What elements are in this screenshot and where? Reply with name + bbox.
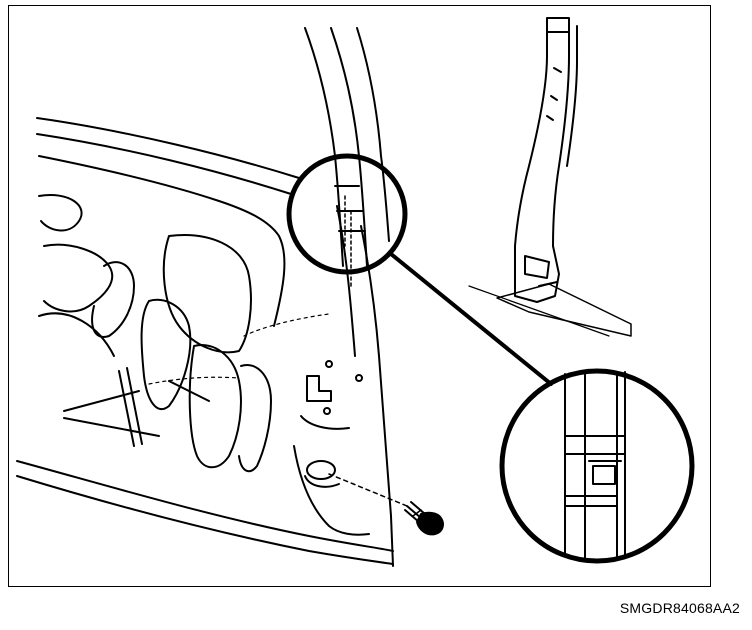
window-channel-part	[468, 17, 632, 337]
detail-callout-circle-small	[286, 153, 408, 275]
figure-code: SMGDR84068AA2	[619, 600, 740, 616]
bolt-icon	[404, 501, 444, 536]
detail-callout-circle-large	[499, 368, 695, 564]
detail-leader-line	[389, 252, 553, 386]
illustration-frame	[8, 5, 711, 587]
door-channel-diagram	[16, 17, 695, 567]
door-inner-panel	[16, 117, 408, 567]
